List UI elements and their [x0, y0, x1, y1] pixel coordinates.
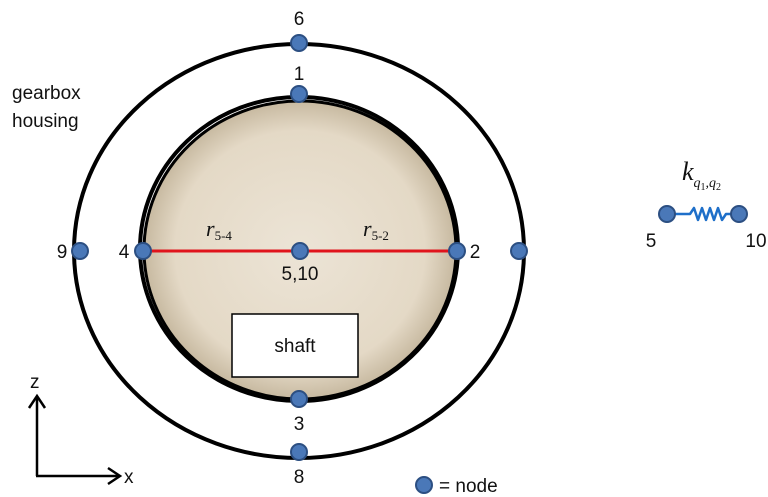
node-6-label: 6 [294, 9, 305, 30]
node-2-label: 2 [470, 242, 481, 263]
node-9-label: 9 [57, 242, 68, 263]
z-axis-label: z [30, 372, 40, 393]
shaft-label: shaft [274, 336, 316, 357]
radius-label-5-4: r5-4 [206, 216, 232, 243]
spring-stiffness-label: kq1,q2 [682, 157, 721, 193]
x-axis-label: x [124, 467, 134, 488]
radius-label-5-2: r5-2 [363, 216, 389, 243]
node-right-outer [510, 242, 528, 260]
legend-label: = node [439, 476, 498, 497]
node-6 [290, 34, 308, 52]
node-9 [71, 242, 89, 260]
node-8-label: 8 [294, 467, 305, 488]
node-3 [290, 390, 308, 408]
node-8 [290, 443, 308, 461]
spring-node-right-label: 10 [745, 231, 766, 252]
x-axis-arrowhead [107, 466, 123, 486]
node-center-label: 5,10 [282, 264, 319, 285]
shaft-label-box [231, 313, 359, 378]
housing-label-line1: gearbox [12, 83, 81, 104]
spring-node-right [730, 205, 748, 223]
spring-node-left [658, 205, 676, 223]
spring-node-left-label: 5 [646, 231, 657, 252]
housing-label-line2: housing [12, 111, 79, 132]
node-1-label: 1 [294, 64, 305, 85]
node-2 [448, 242, 466, 260]
node-center [291, 242, 309, 260]
legend-node-icon [415, 476, 433, 494]
z-axis-arrowhead [27, 393, 47, 409]
node-1 [290, 85, 308, 103]
node-4 [134, 242, 152, 260]
spring-coil [669, 206, 739, 222]
node-4-label: 4 [119, 242, 130, 263]
node-3-label: 3 [294, 414, 305, 435]
